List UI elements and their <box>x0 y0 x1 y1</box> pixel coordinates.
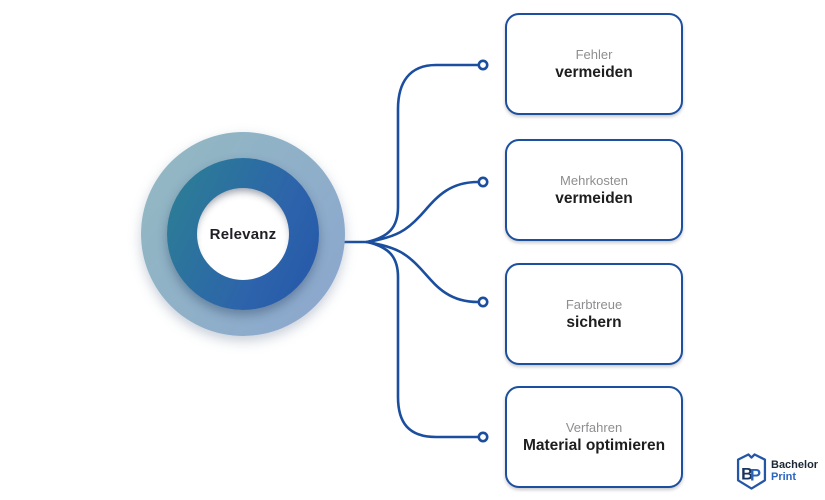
connector-branch-4 <box>365 240 480 439</box>
node-subtitle: Fehler <box>575 47 613 62</box>
center-node: Relevanz <box>197 188 289 280</box>
connector-endpoint-ring-2 <box>477 176 489 188</box>
connector-endpoint-ring-3 <box>477 296 489 308</box>
node-title: vermeiden <box>555 190 633 207</box>
logo-wordmark: Bachelor Print <box>771 459 818 483</box>
connector-endpoint-ring-4 <box>477 431 489 443</box>
node-mehrkosten-vermeiden: Mehrkosten vermeiden <box>505 139 683 241</box>
bachelorprint-logo: B P Bachelor Print <box>736 451 818 491</box>
center-node-label: Relevanz <box>209 225 277 243</box>
node-fehler-vermeiden: Fehler vermeiden <box>505 13 683 115</box>
node-farbtreue-sichern: Farbtreue sichern <box>505 263 683 365</box>
node-title: Material optimieren <box>522 437 666 454</box>
node-subtitle: Farbtreue <box>565 297 623 312</box>
logo-letter-p: P <box>750 465 761 484</box>
logo-text-print: Print <box>771 471 797 483</box>
connector-branch-2 <box>365 180 480 244</box>
connector-branch-3 <box>365 240 480 304</box>
node-subtitle: Verfahren <box>565 420 623 435</box>
node-verfahren-material-optimieren: Verfahren Material optimieren <box>505 386 683 488</box>
connector-endpoint-ring-1 <box>477 59 489 71</box>
open-book-icon: B P <box>736 453 767 490</box>
node-title: sichern <box>566 314 622 331</box>
connector-branch-1 <box>365 63 480 244</box>
node-subtitle: Mehrkosten <box>560 173 628 188</box>
node-title: vermeiden <box>555 64 633 81</box>
logo-letter-b: B <box>741 464 753 483</box>
logo-text-bachelor: Bachelor <box>771 459 819 471</box>
